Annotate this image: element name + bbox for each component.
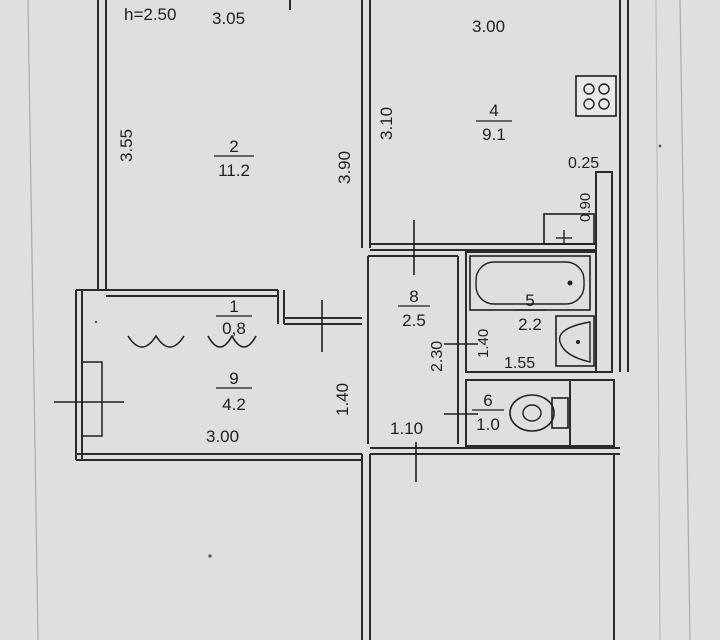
paper-speck (94, 320, 98, 324)
room-number: 9 (229, 369, 238, 388)
room2-left-height-label: 3.55 (117, 129, 136, 162)
ruled-line (679, 0, 691, 640)
bath-height-label: 1.40 (475, 329, 492, 358)
room2-width-label: 3.05 (212, 9, 245, 28)
room-label-9: 9 4.2 (216, 369, 252, 414)
room-area: 0,8 (222, 319, 246, 338)
stove-icon (575, 75, 617, 117)
bath-width-label: 1.55 (504, 355, 535, 372)
room-label-5: 5 2.2 (514, 291, 546, 334)
paper-speck (208, 554, 212, 558)
room-number: 5 (525, 291, 534, 310)
room-number: 1 (229, 297, 238, 316)
room-area: 1.0 (476, 415, 500, 434)
closet-hanger-icon (127, 334, 257, 348)
room-label-8: 8 2.5 (398, 287, 430, 330)
room-number: 4 (489, 101, 498, 120)
door-markers (54, 220, 478, 482)
room-area: 11.2 (218, 161, 250, 180)
toilet-width-label: 1.10 (390, 419, 423, 438)
ruled-line (27, 0, 39, 640)
room-area: 2.2 (518, 315, 542, 334)
room4-wall-label: 0.25 (568, 155, 599, 172)
corridor-height-label: 2.30 (429, 341, 446, 372)
hall-height-label: 1.40 (333, 383, 352, 416)
ruled-line (655, 0, 661, 640)
room-label-1: 1 0,8 (216, 297, 252, 338)
washbasin-icon (555, 315, 595, 367)
room-label-6: 6 1.0 (472, 391, 504, 434)
room-number: 8 (409, 287, 418, 306)
kitchen-sink-icon (543, 213, 595, 245)
room-area: 2.5 (402, 311, 426, 330)
room4-left-height-label: 3.10 (377, 107, 396, 140)
ceiling-height-label: h=2.50 (124, 5, 176, 24)
room4-stub-label: 0.90 (577, 193, 594, 222)
hall-width-label: 3.00 (206, 427, 239, 446)
room2-right-height-label: 3.90 (335, 151, 354, 184)
room4-width-label: 3.00 (472, 17, 505, 36)
room-area: 9.1 (482, 125, 506, 144)
paper-speck (658, 144, 662, 148)
room-label-4: 4 9.1 (476, 101, 512, 144)
room-label-2: 2 11.2 (214, 137, 254, 180)
room-area: 4.2 (222, 395, 246, 414)
room-number: 6 (483, 391, 492, 410)
toilet-icon (509, 394, 569, 432)
room-number: 2 (229, 137, 238, 156)
